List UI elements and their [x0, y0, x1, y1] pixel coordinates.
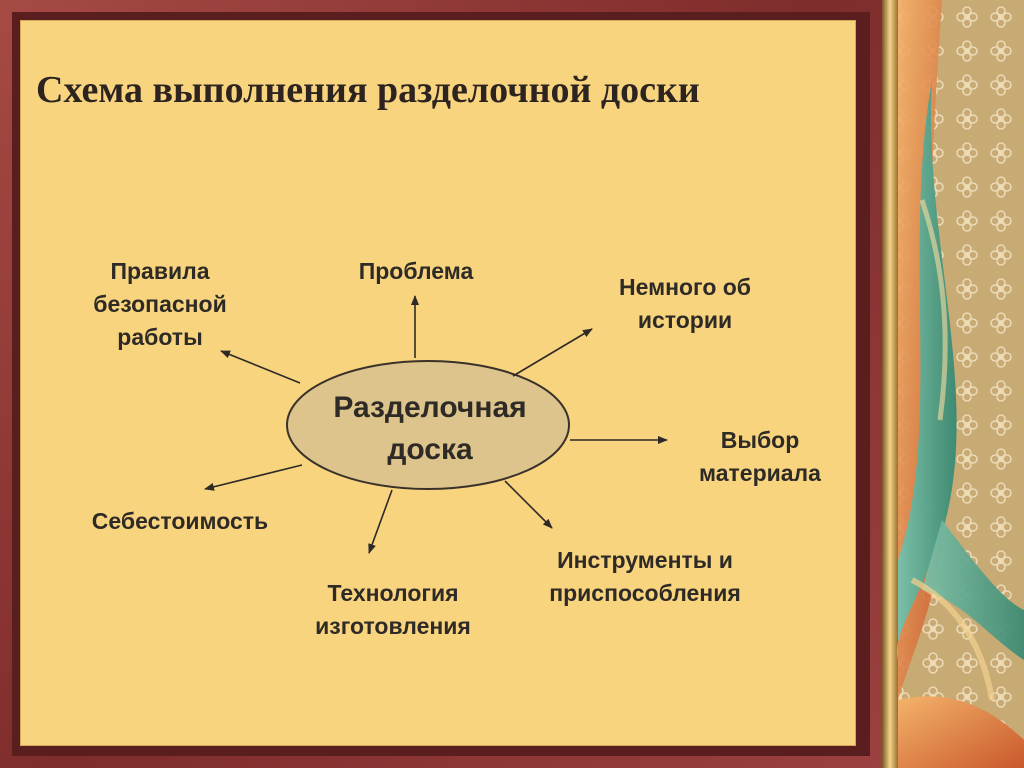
center-node-ellipse	[286, 360, 570, 490]
branch-label-safety: Правила безопасной работы	[93, 258, 227, 350]
slide-title: Схема выполнения разделочной доски	[36, 69, 700, 111]
arrow-technology	[368, 489, 393, 554]
decorative-pattern-art	[882, 0, 1024, 768]
diagram-connectors	[204, 295, 668, 554]
branch-label-material: Выбор материала	[699, 427, 821, 486]
arrow-safety	[220, 350, 301, 384]
decorative-side-panel	[882, 0, 1024, 768]
branch-label-technology: Технология изготовления	[315, 580, 471, 639]
arrow-cost	[204, 464, 303, 491]
branch-label-history: Немного об истории	[618, 274, 752, 333]
mind-map-diagram: Схема выполнения разделочной доски Разде…	[36, 69, 821, 639]
branch-label-tools: Инструменты и приспособления	[549, 547, 741, 606]
arrow-history	[512, 328, 593, 377]
center-node-label: Разделочная доска	[333, 391, 527, 466]
branch-label-problem: Проблема	[358, 258, 474, 284]
branch-label-cost: Себестоимость	[91, 508, 269, 534]
arrow-tools	[504, 480, 553, 529]
